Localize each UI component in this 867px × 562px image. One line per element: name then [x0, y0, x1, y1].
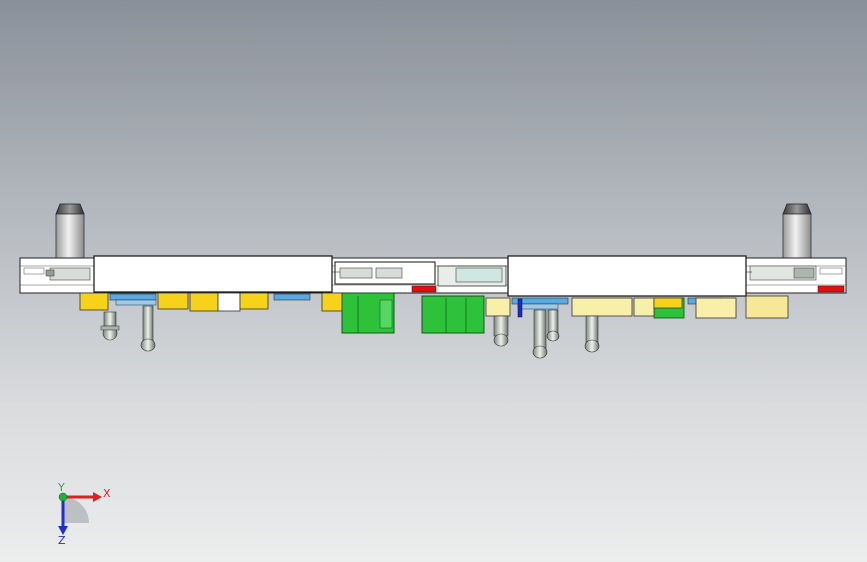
green-connector-middle[interactable]: [421, 295, 485, 334]
upper-cover-right[interactable]: [507, 255, 747, 297]
green-connector-left[interactable]: [341, 292, 395, 334]
pin-3[interactable]: [493, 315, 509, 347]
plate-slot-details: [23, 265, 843, 283]
pin-4[interactable]: [532, 309, 548, 359]
upper-cover-left[interactable]: [93, 255, 333, 293]
x-axis-label: X: [103, 487, 111, 500]
red-marker-right: [817, 285, 845, 293]
z-axis-label: Z: [58, 534, 66, 547]
left-locating-post[interactable]: [55, 203, 85, 259]
yellow-blocks-right[interactable]: [485, 295, 789, 319]
pin-5[interactable]: [546, 309, 560, 342]
coordinate-triad-icon: [58, 492, 102, 535]
pin-6[interactable]: [584, 315, 600, 353]
pin-2[interactable]: [140, 305, 156, 352]
right-locating-post[interactable]: [782, 203, 812, 259]
red-marker-left: [411, 285, 437, 293]
pin-1[interactable]: [100, 311, 120, 341]
y-axis-label: Y: [57, 481, 65, 494]
